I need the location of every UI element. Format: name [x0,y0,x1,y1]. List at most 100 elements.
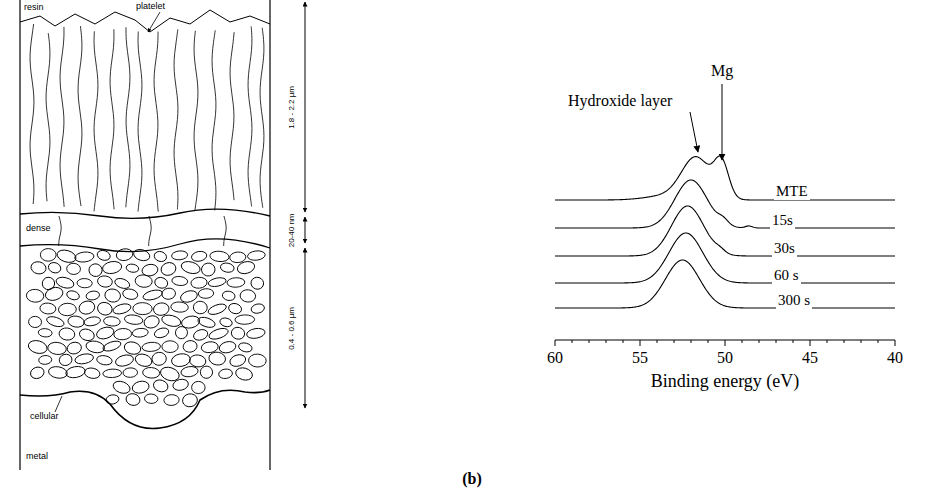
cell-ellipse [104,288,122,304]
cell-ellipse [112,379,132,395]
cell-ellipse [132,248,151,263]
cell-ellipse [65,365,86,379]
cell-ellipse [153,250,168,263]
cell-ellipse [77,299,96,316]
cell-ellipse [113,328,132,341]
cell-ellipse [190,277,207,289]
cell-ellipse [171,250,188,260]
axis-tick [759,340,760,343]
axis-tick [708,340,709,343]
cell-ellipse [96,249,111,262]
cell-ellipse [124,314,144,326]
cell-ellipse [135,274,153,288]
cell-ellipse [153,276,169,290]
axis-tick [623,340,624,343]
cell-ellipse [207,302,228,317]
pointer-arrow [690,112,698,152]
platelet-line [149,216,151,246]
cell-ellipse [58,303,76,316]
spectrum-curve [555,156,895,200]
cell-ellipse [208,326,230,341]
cell-ellipse [228,353,247,369]
cell-ellipse [114,353,134,368]
axis-tick [674,340,675,343]
platelet-line [212,30,216,210]
axis-tick [810,340,811,346]
cell-ellipse [198,288,214,298]
layer-name: platelet [136,2,165,12]
cell-ellipse [239,289,256,303]
cell-ellipse [200,365,214,379]
cell-ellipse [234,366,254,382]
axis-tick [606,340,607,343]
cell-ellipse [220,262,235,273]
platelet-line [94,31,98,211]
tick-label: 55 [632,349,648,367]
cell-ellipse [162,341,178,353]
cell-ellipse [30,260,47,275]
caption: (b) [462,470,482,488]
tick-label: 50 [717,349,733,367]
cell-ellipse [95,325,115,341]
cell-ellipse [85,290,100,301]
cell-ellipse [56,248,78,264]
tick-label: 60 [547,349,563,367]
axis-tick [742,340,743,343]
cell-ellipse [153,302,170,317]
cell-ellipse [142,367,160,379]
cell-ellipse [174,326,188,340]
cell-ellipse [85,339,106,354]
cell-ellipse [28,316,42,328]
spectrum-curve [555,180,895,228]
cell-ellipse [218,340,237,354]
spectrum-curve [555,206,895,256]
cell-ellipse [192,328,209,342]
cell-ellipse [208,351,227,366]
cell-ellipse [144,394,158,404]
axis-title: Binding energy (eV) [651,372,800,392]
cell-ellipse [153,326,170,339]
cell-ellipse [227,277,245,287]
layer-name: metal [26,452,48,462]
platelet-line [110,29,114,209]
platelet-line [174,29,178,209]
platelet-line [194,31,198,211]
axis-tick [895,340,896,346]
cell-ellipse [123,340,142,356]
curve-label: 30s [772,240,797,257]
cell-ellipse [246,327,266,340]
cell-ellipse [47,261,62,275]
cell-ellipse [132,328,149,338]
cell-ellipse [58,327,75,341]
cell-ellipse [125,392,141,407]
cell-ellipse [171,276,188,287]
layer-name: resin [24,3,44,13]
spectrum-curve [555,233,895,283]
axis-tick [878,340,879,343]
cell-ellipse [58,353,73,367]
axis-tick [827,340,828,343]
cell-ellipse [131,380,150,395]
tick-label: 40 [887,349,903,367]
dimension: 1.8 - 2.2 µm [288,86,297,129]
annotation: Hydroxide layer [568,92,672,110]
cell-ellipse [229,251,246,263]
curve-label: 60 s [772,267,801,284]
platelet-line [78,26,82,206]
cell-ellipse [66,341,83,356]
cell-ellipse [238,341,253,353]
axis-tick [861,340,862,343]
cell-ellipse [247,250,266,261]
cell-ellipse [222,290,236,301]
platelet-line [59,216,61,246]
platelet-line [46,33,50,201]
cell-ellipse [191,250,208,262]
cell-ellipse [161,287,176,300]
cell-ellipse [219,317,233,328]
cell-ellipse [180,260,202,276]
axis-tick [589,340,590,343]
platelet-line [248,26,252,206]
cell-ellipse [143,314,161,330]
cell-ellipse [191,381,205,394]
